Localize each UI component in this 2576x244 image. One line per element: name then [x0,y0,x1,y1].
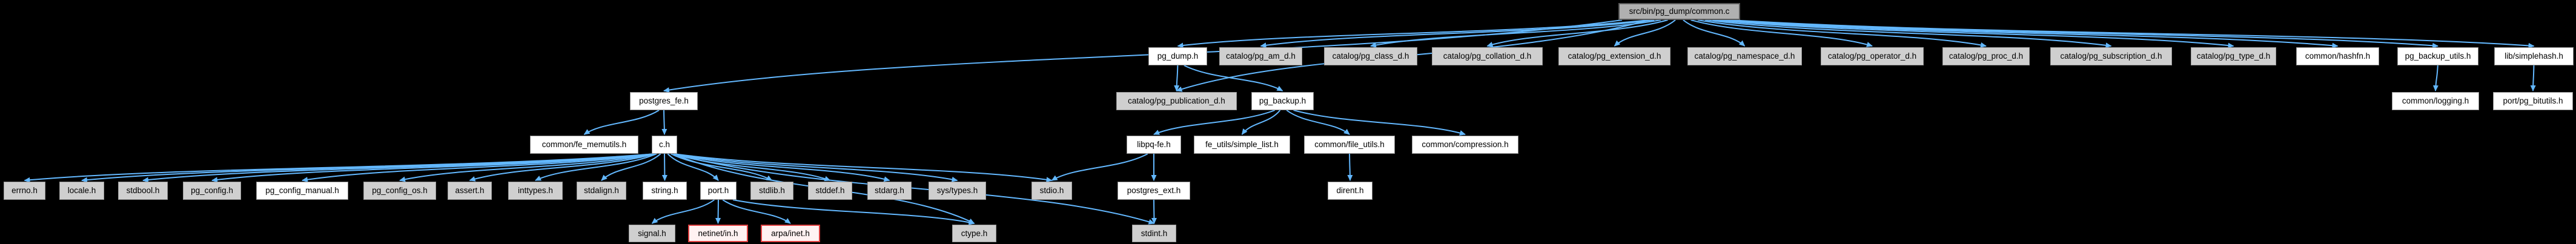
include-edge [2530,65,2536,91]
graph-node-simplehash[interactable]: lib/simplehash.h [2494,47,2574,65]
include-edge [722,199,791,224]
include-edge [535,153,657,181]
graph-node-pg-config: pg_config.h [183,182,241,200]
include-edge [1153,110,1276,135]
graph-node-stdint: stdint.h [1132,225,1176,242]
graph-node-hashfn[interactable]: common/hashfn.h [2296,47,2379,65]
include-edge [670,153,773,181]
graph-node-main: src/bin/pg_dump/common.c [1618,3,1740,20]
graph-node-string[interactable]: string.h [643,182,687,200]
graph-node-simple-list[interactable]: fe_utils/simple_list.h [1194,136,1290,154]
graph-node-pg-config-manual[interactable]: pg_config_manual.h [256,182,348,200]
include-edge [673,153,1155,225]
graph-node-fe-memutils[interactable]: common/fe_memutils.h [530,136,638,154]
graph-node-pg-operator: catalog/pg_operator_d.h [1821,47,1924,65]
graph-node-file-utils[interactable]: common/file_utils.h [1304,136,1395,154]
include-edge [1724,19,2439,48]
graph-node-c-h[interactable]: c.h [652,136,677,154]
include-edge [673,153,890,182]
include-edge [302,153,656,183]
include-edge [667,153,719,181]
graph-node-pg-backup-utils[interactable]: pg_backup_utils.h [2397,47,2478,65]
include-edge [663,19,1623,93]
include-edge [732,199,975,225]
include-edge [1614,19,1676,47]
graph-node-ctype: ctype.h [952,225,996,242]
include-edge [1730,19,2535,48]
graph-node-sys-types: sys/types.h [929,182,986,200]
graph-node-libpq-fe[interactable]: libpq-fe.h [1127,136,1181,154]
graph-node-compression[interactable]: common/compression.h [1412,136,1518,154]
graph-node-stdio: stdio.h [1031,182,1072,200]
include-edge [1174,65,1180,91]
graph-node-pg-config-os: pg_config_os.h [363,182,436,200]
graph-node-pg-dump-h[interactable]: pg_dump.h [1148,47,1207,65]
include-edge [601,153,661,181]
include-edge [673,153,958,182]
include-edge [1293,110,1466,136]
include-edge [583,110,660,135]
graph-node-pg-publication: catalog/pg_publication_d.h [1116,92,1237,110]
include-edge [673,153,1053,183]
graph-node-stdarg: stdarg.h [867,182,912,200]
graph-node-postgres-fe[interactable]: postgres_fe.h [630,92,698,110]
include-edge [1051,153,1148,181]
include-edge [1241,110,1281,135]
graph-node-inttypes: inttypes.h [508,182,563,200]
include-edge [1712,19,2234,48]
graph-node-assert: assert.h [448,182,492,200]
include-edge [1690,19,1873,47]
include-edge [2432,65,2439,91]
graph-node-pg-am: catalog/pg_am_d.h [1219,47,1302,65]
include-edge [1486,19,1668,47]
graph-node-netinet-in: netinet/in.h [688,225,748,242]
include-edge [651,199,715,224]
include-edge [1718,19,2339,48]
include-edge [1697,19,1987,48]
graph-node-pg-type: catalog/pg_type_d.h [2191,47,2276,65]
include-edge [1683,19,1746,47]
include-edge [211,153,656,183]
graph-node-arpa-inet: arpa/inet.h [761,225,820,242]
include-edge [1177,19,1649,48]
graph-node-port[interactable]: port.h [700,182,737,200]
graph-node-logging[interactable]: common/logging.h [2392,92,2479,110]
include-edge [1347,153,1353,181]
graph-node-pg-subscription: catalog/pg_subscription_d.h [2050,47,2172,65]
graph-node-pg-proc: catalog/pg_proc_d.h [1942,47,2030,65]
graph-node-locale: locale.h [59,182,104,200]
include-edge [1286,110,1350,135]
graph-node-postgres-ext[interactable]: postgres_ext.h [1117,182,1190,200]
graph-node-pg-backup[interactable]: pg_backup.h [1251,92,1314,110]
include-edge [1260,19,1655,48]
graph-node-stdlib: stdlib.h [750,182,793,200]
graph-node-signal: signal.h [629,225,675,242]
graph-node-stdalign: stdalign.h [577,182,626,200]
graph-node-dirent[interactable]: dirent.h [1328,182,1372,200]
graph-node-stdbool: stdbool.h [118,182,168,200]
include-edge [142,153,656,183]
graph-node-pg-class: catalog/pg_class_d.h [1324,47,1417,65]
include-edge [469,153,656,182]
include-edge [1184,65,1283,91]
graph-node-errno: errno.h [4,182,45,200]
graph-node-pg-collation: catalog/pg_collation_d.h [1432,47,1543,65]
graph-node-bitutils[interactable]: port/pg_bitutils.h [2493,92,2573,110]
graph-node-stddef: stddef.h [808,182,852,200]
include-edge [1705,19,2112,48]
graph-node-pg-namespace: catalog/pg_namespace_d.h [1687,47,1802,65]
graph-node-pg-extension: catalog/pg_extension_d.h [1558,47,1670,65]
include-edge [399,153,656,182]
